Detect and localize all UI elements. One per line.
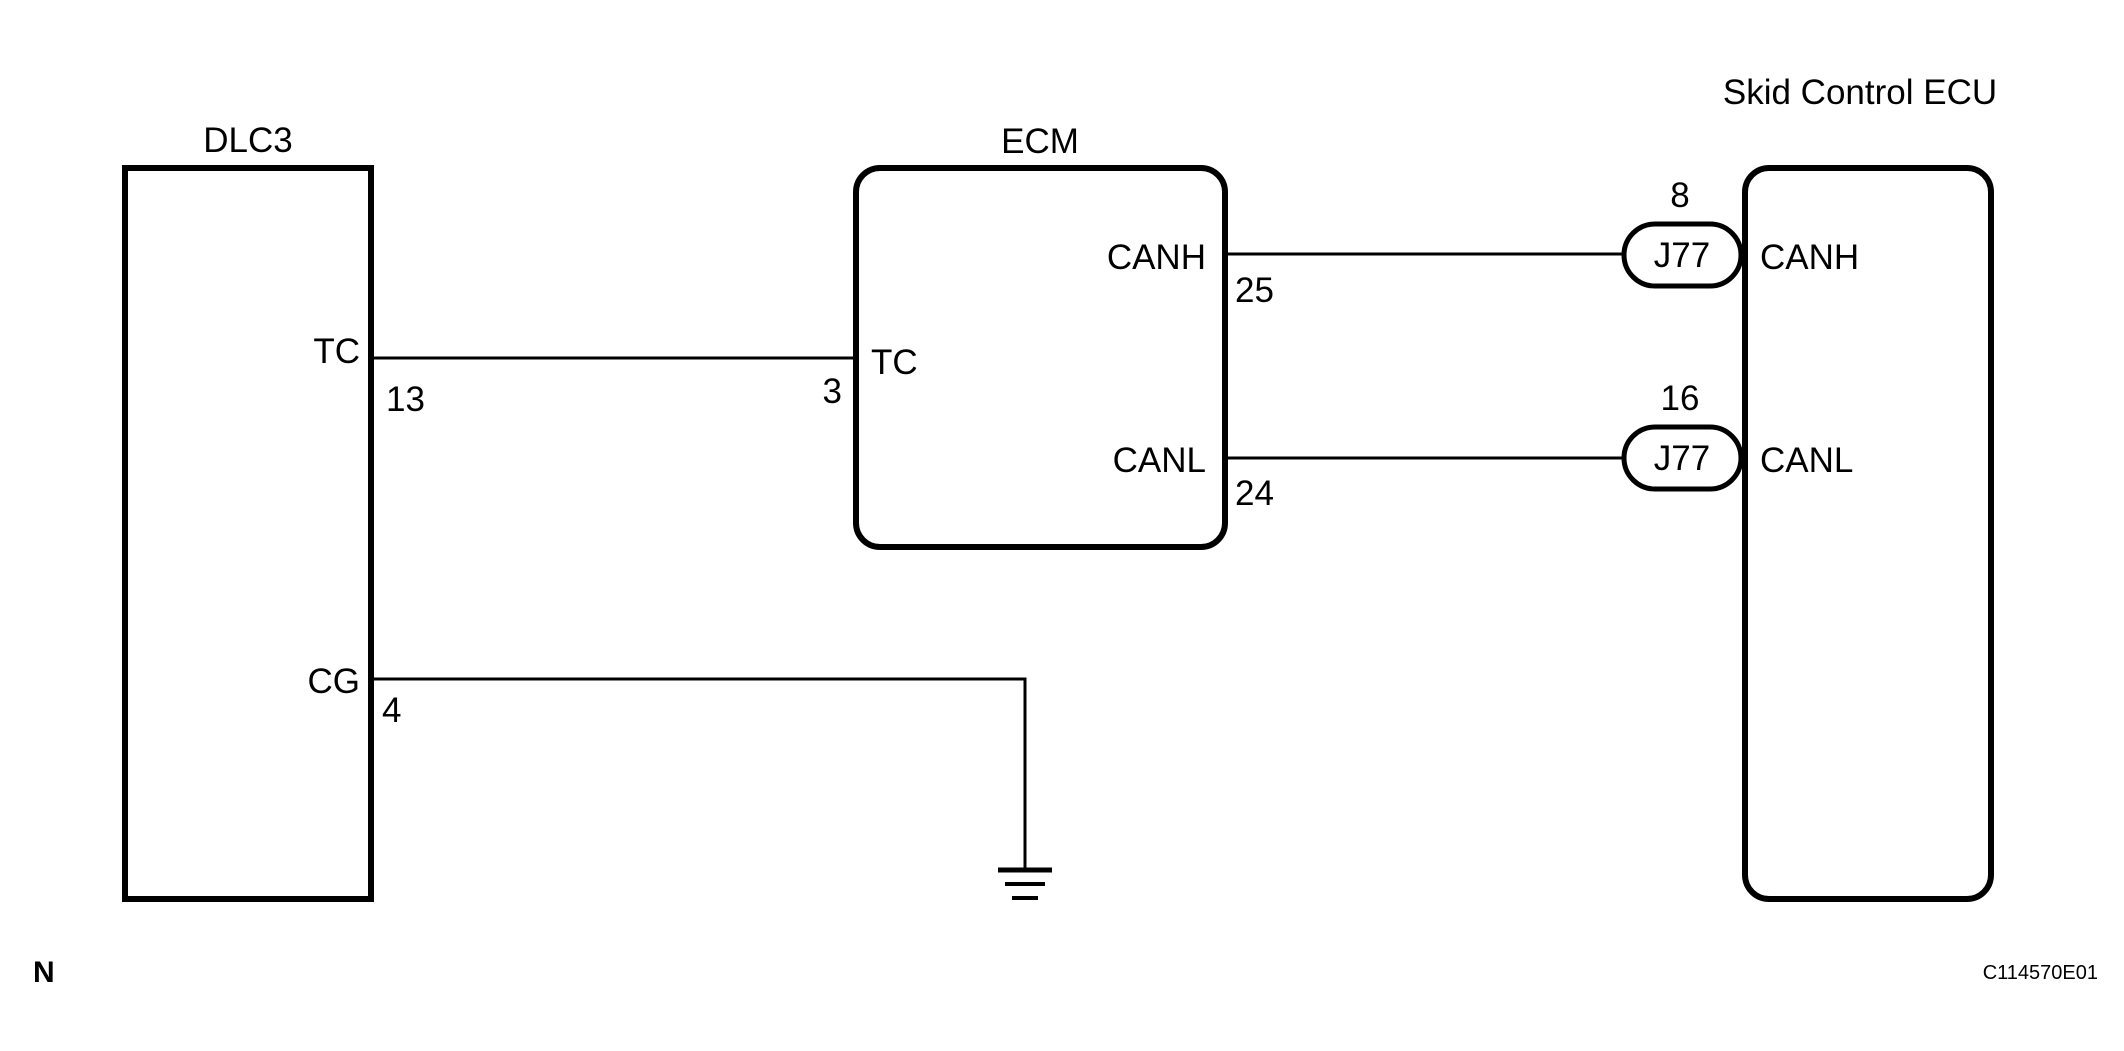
- ecm-component: ECM TC 3 CANH 25 CANL 24: [823, 122, 1274, 550]
- ground-icon: [998, 867, 1052, 900]
- dlc3-pin-cg-number: 4: [382, 691, 401, 730]
- ecm-box: [853, 165, 1228, 550]
- ecm-pin-tc-number: 3: [823, 372, 842, 411]
- connector-j77-canl-body: [1621, 424, 1744, 492]
- connector-j77-canl: J77: [1621, 424, 1744, 492]
- ecm-pin-tc-label: TC: [871, 343, 918, 382]
- figure-id: C114570E01: [1983, 962, 2098, 984]
- skid-pin-canl-label: CANL: [1760, 441, 1853, 480]
- dlc3-pin-tc-label: TC: [313, 332, 360, 371]
- ecm-pin-canh-label: CANH: [1107, 238, 1206, 277]
- dlc3-pin-cg-label: CG: [308, 662, 361, 701]
- dlc3-pin-tc-number: 13: [386, 380, 425, 419]
- connector-j77-canh: J77: [1621, 221, 1744, 289]
- skid-pin-canh-number: 8: [1670, 176, 1689, 215]
- footer-left-mark: N: [33, 956, 55, 989]
- dlc3-component: DLC3 TC 13 CG 4: [122, 121, 425, 902]
- skid-control-ecu-title: Skid Control ECU: [1723, 73, 1997, 112]
- ecm-pin-canh-number: 25: [1235, 271, 1274, 310]
- skid-control-ecu-box: [1742, 165, 1994, 902]
- wire-cg-ground: [374, 677, 1027, 870]
- skid-pin-canl-number: 16: [1661, 379, 1700, 418]
- ecm-pin-canl-number: 24: [1235, 474, 1274, 513]
- ecm-title: ECM: [1001, 122, 1079, 161]
- skid-pin-canh-label: CANH: [1760, 238, 1859, 277]
- skid-control-ecu-component: Skid Control ECU CANH 8 CANL 16: [1661, 73, 1997, 902]
- ecm-pin-canl-label: CANL: [1113, 441, 1206, 480]
- connector-j77-canh-label: J77: [1654, 236, 1710, 275]
- connector-j77-canh-body: [1621, 221, 1744, 289]
- connector-j77-canl-label: J77: [1654, 439, 1710, 478]
- dlc3-title: DLC3: [203, 121, 292, 160]
- dlc3-box: [122, 165, 374, 902]
